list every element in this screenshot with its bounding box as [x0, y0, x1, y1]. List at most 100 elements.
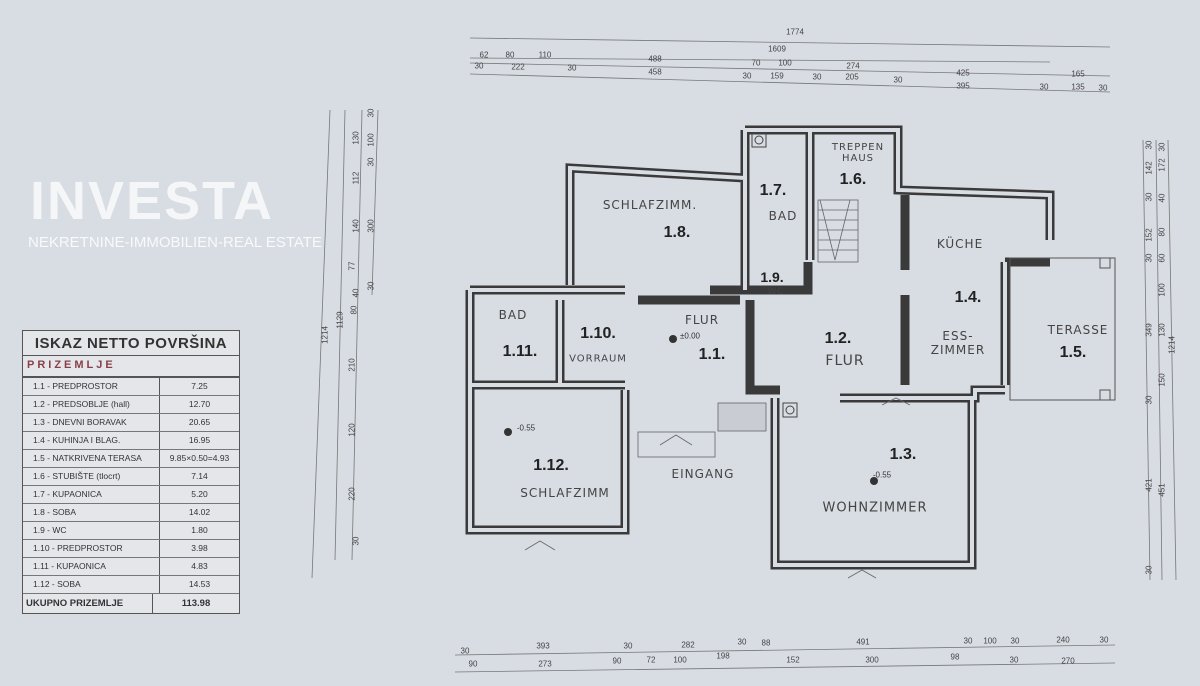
dimension-label-right: 421	[1144, 478, 1154, 492]
dimension-label-right: 142	[1144, 161, 1154, 175]
dimension-lines	[311, 37, 1177, 673]
room-area: 3.98	[191, 543, 208, 553]
room-1-2-number: 1.2.	[824, 330, 852, 347]
dimension-label-left: 30	[351, 536, 361, 546]
dimension-label-right: 30	[1144, 395, 1154, 405]
total-label: UKUPNO PRIZEMLJE	[23, 594, 153, 613]
dimension-label-bottom: 393	[536, 641, 550, 651]
dimension-label-bottom: 30	[1099, 635, 1109, 645]
room-1-1-name: FLUR	[684, 313, 720, 327]
room-1-12-name: SCHLAFZIMM	[520, 486, 610, 500]
room-area: 9.85×0.50=4.93	[169, 453, 230, 463]
dimension-label-right: 30	[1144, 253, 1154, 263]
room-1-7-number: 1.7.	[759, 182, 787, 199]
dimension-label-left: 80	[349, 305, 359, 315]
room-1-4-name: KÜCHE	[936, 237, 984, 251]
room-1-7-name: BAD	[768, 209, 798, 223]
watermark-brand: INVESTA	[30, 171, 275, 231]
dimension-label-top: 1609	[768, 44, 786, 54]
entrance-label: EINGANG	[671, 467, 735, 481]
dimension-label-top: 222	[511, 62, 525, 72]
dimension-label-left: 40	[351, 288, 361, 298]
total-value: 113.98	[181, 598, 211, 609]
dimension-label-left: 140	[351, 219, 361, 233]
dimension-label-top: 159	[770, 71, 784, 81]
dimension-label-bottom: 491	[856, 637, 870, 647]
room-1-6-name: TREPPEN HAUS	[831, 142, 885, 164]
dimension-label-left: 30	[366, 157, 376, 167]
dimension-label-bottom: 152	[786, 655, 800, 665]
dimension-label-bottom: 240	[1056, 635, 1070, 645]
dimension-label-right: 451	[1157, 483, 1167, 497]
dimension-label-bottom: 90	[468, 659, 478, 669]
dimension-label-bottom: 30	[963, 636, 973, 646]
dimension-label-top: 135	[1071, 82, 1085, 92]
table-title: ISKAZ NETTO POVRŠINA	[23, 331, 239, 356]
dimension-label-right: 349	[1144, 323, 1154, 337]
dimension-label-right: 100	[1157, 283, 1167, 297]
room-name: 1.12 - SOBA	[23, 576, 160, 593]
dimension-label-left: 77	[347, 261, 357, 271]
table-row: 1.5 - NATKRIVENA TERASA 9.85×0.50=4.93	[23, 450, 239, 468]
room-area: 7.25	[191, 381, 208, 391]
room-name: 1.8 - SOBA	[23, 504, 160, 521]
room-name: 1.9 - WC	[23, 522, 160, 539]
dimension-label-right: 172	[1157, 158, 1167, 172]
dimension-label-bottom: 30	[1009, 655, 1019, 665]
dimension-label-top: 30	[893, 75, 903, 85]
room-name: 1.2 - PREDSOBLJE (hall)	[23, 396, 160, 413]
room-area: 14.53	[188, 579, 211, 589]
walls-inner	[468, 128, 1052, 567]
dimension-label-left: 130	[351, 131, 361, 145]
room-1-1-level: ±0.00	[680, 331, 700, 341]
dimension-label-right: 40	[1157, 193, 1167, 203]
dimension-label-top: 395	[956, 81, 970, 91]
dimension-label-left: 220	[347, 487, 357, 501]
room-1-9-name: WC	[767, 287, 785, 297]
entrance-steps	[524, 397, 911, 579]
table-section: PRIZEMLJE	[23, 356, 239, 378]
dimension-label-top: 488	[648, 54, 662, 64]
room-name: 1.7 - KUPAONICA	[23, 486, 160, 503]
dimension-label-bottom: 300	[865, 655, 879, 665]
dimension-label-right: 150	[1157, 373, 1167, 387]
dimension-label-right: 152	[1144, 228, 1154, 242]
dimension-label-top: 30	[1098, 83, 1108, 93]
room-1-3-number: 1.3.	[889, 446, 917, 463]
room-name: 1.5 - NATKRIVENA TERASA	[23, 450, 160, 467]
dimension-label-top: 274	[846, 61, 860, 71]
dimension-label-bottom: 30	[460, 646, 470, 656]
room-1-11-number: 1.11.	[502, 343, 538, 360]
room-1-10-number: 1.10.	[580, 325, 616, 342]
room-name: 1.3 - DNEVNI BORAVAK	[23, 414, 160, 431]
dimension-label-left: 300	[366, 219, 376, 233]
dimension-label-right: 80	[1157, 227, 1167, 237]
table-total-row: UKUPNO PRIZEMLJE 113.98	[23, 594, 239, 613]
room-name: 1.11 - KUPAONICA	[23, 558, 160, 575]
chimney-icons	[751, 132, 798, 418]
dimension-label-bottom: 72	[646, 655, 656, 665]
dimension-label-right: 30	[1144, 140, 1154, 150]
dimension-label-bottom: 98	[950, 652, 960, 662]
room-1-4-name2: ESS-ZIMMER	[930, 329, 986, 357]
dimension-label-left: 210	[347, 358, 357, 372]
dimension-label-bottom: 100	[673, 655, 687, 665]
room-1-3-level: -0.55	[872, 470, 892, 480]
room-area: 7.14	[191, 471, 208, 481]
dimension-label-bottom: 100	[983, 636, 997, 646]
dimension-label-top: 70	[751, 58, 761, 68]
room-1-5-number: 1.5.	[1059, 344, 1087, 361]
dimension-label-top: 425	[956, 68, 970, 78]
dimension-label-bottom: 282	[681, 640, 695, 650]
room-name: 1.1 - PREDPROSTOR	[23, 378, 160, 395]
room-name: 1.4 - KUHINJA I BLAG.	[23, 432, 160, 449]
dimension-label-top: 205	[845, 72, 859, 82]
dimension-label-right: 30	[1144, 192, 1154, 202]
staircase	[817, 199, 859, 263]
dimension-label-right: 30	[1144, 565, 1154, 575]
